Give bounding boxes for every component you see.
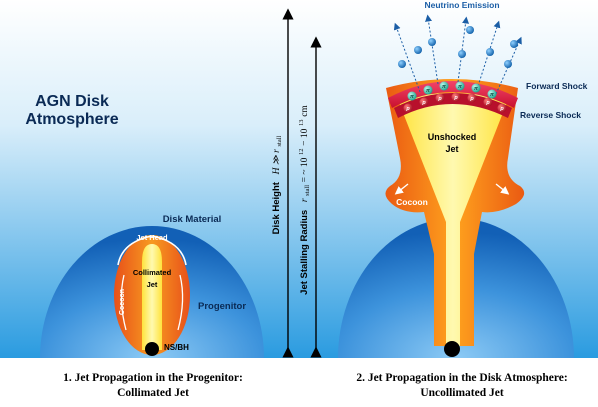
proton-glyph: p [453, 95, 458, 101]
disk-material-label: Disk Material [163, 214, 222, 225]
neutrino-emission-label: Neutrino Emission [424, 0, 499, 10]
proton-particle [497, 103, 507, 113]
proton-particle [435, 93, 445, 103]
neutrino-particle [504, 60, 512, 68]
proton-particle [451, 92, 461, 102]
left-caption-line1: 1. Jet Propagation in the Progenitor: [63, 372, 243, 384]
proton-glyph: p [405, 106, 410, 112]
proton-particle [483, 97, 493, 107]
pion-particle [407, 91, 417, 101]
forward-shock-label: Forward Shock [526, 81, 588, 91]
proton-glyph: p [421, 100, 426, 106]
neutrino-particle [428, 38, 436, 46]
proton-glyph: p [485, 100, 490, 106]
proton-glyph: p [437, 96, 442, 102]
left-collimated-jet [142, 244, 162, 350]
jet-head-arc [117, 235, 187, 266]
collimated-jet-label-2: Jet [147, 280, 158, 289]
pion-particles: π π π π π π [407, 81, 497, 101]
disk-height-sub: stall [276, 135, 283, 146]
stalling-eq: = ~ 10 [300, 157, 310, 182]
stalling-exp2: 13 [298, 119, 305, 126]
stalling-sub: stall [304, 185, 311, 196]
stalling-radius-label: Jet Stalling Radius r stall = ~ 10 12 − … [295, 105, 312, 295]
right-panel: π π π π π π p p p p p p p Neutrino Emission Forward… [338, 0, 588, 399]
right-compact-object [444, 341, 460, 357]
scale-arrows: Disk Height H ≫ r stall Jet Stalling Rad… [271, 8, 322, 358]
pion-particle [487, 89, 497, 99]
right-caption-line2: Uncollimated Jet [420, 387, 504, 399]
left-cocoon-label: Cocoon [119, 289, 126, 315]
proton-glyph: p [469, 96, 474, 102]
disk-height-label: Disk Height H ≫ r stall [271, 135, 283, 234]
neutrino-particles [398, 26, 518, 68]
neutrino-particle [466, 26, 474, 34]
neutrino-arrow-2 [425, 14, 439, 85]
stalling-dash: − 10 [300, 128, 310, 145]
right-cocoon-label: Cocoon [396, 197, 428, 207]
neutrino-arrow-3 [457, 16, 470, 83]
reverse-shock-label: Reverse Shock [520, 110, 581, 120]
ns-bh-compact-object [145, 342, 159, 356]
pion-glyph: π [490, 92, 494, 98]
pion-glyph: π [426, 88, 430, 94]
left-panel: Jet Head Collimated Jet Cocoon Disk Mate… [25, 93, 264, 399]
neutrino-particle [486, 48, 494, 56]
disk-height-math: H ≫ r [272, 149, 282, 176]
pion-glyph: π [410, 94, 414, 100]
unshocked-jet-label-1: Unshocked [428, 132, 477, 142]
agn-disk-label-line2: Atmosphere [25, 111, 118, 128]
neutrino-particle [458, 50, 466, 58]
forward-shock-band [388, 81, 518, 108]
pion-particle [423, 85, 433, 95]
proton-particle [419, 97, 429, 107]
left-cocoon-flow-right [177, 274, 184, 331]
stalling-r: r [300, 198, 310, 202]
unshocked-jet [398, 93, 508, 346]
pion-glyph: π [474, 86, 478, 92]
neutrino-particle [398, 60, 406, 68]
stalling-unit: cm [300, 105, 310, 117]
proton-particle [403, 103, 413, 113]
left-cocoon-flow-left [120, 274, 127, 331]
proton-particles: p p p p p p p [403, 92, 507, 113]
stalling-exp1: 12 [298, 148, 305, 155]
unshocked-jet-label-2: Jet [445, 144, 458, 154]
right-caption-line1: 2. Jet Propagation in the Disk Atmospher… [356, 372, 567, 384]
pion-glyph: π [458, 84, 462, 90]
cocoon-flow-arrow-right [495, 183, 510, 195]
jet-head-label: Jet Head [136, 233, 168, 242]
progenitor-label: Progenitor [198, 301, 246, 312]
left-caption-line2: Collimated Jet [117, 387, 189, 399]
neutrino-particle [414, 46, 422, 54]
neutrino-particle [510, 40, 518, 48]
stalling-radius-text: Jet Stalling Radius [299, 210, 310, 295]
cocoon-flow-arrow-left [394, 183, 409, 195]
caption-band [0, 358, 598, 402]
disk-height-text: Disk Height [271, 181, 282, 234]
pion-particle [439, 81, 449, 91]
ns-bh-label: NS/BH [164, 343, 189, 352]
pion-glyph: π [442, 84, 446, 90]
proton-particle [467, 93, 477, 103]
pion-particle [455, 81, 465, 91]
proton-glyph: p [499, 106, 504, 112]
pion-particle [471, 83, 481, 93]
collimated-jet-label-1: Collimated [133, 268, 172, 277]
agn-disk-label-line1: AGN Disk [35, 93, 109, 110]
